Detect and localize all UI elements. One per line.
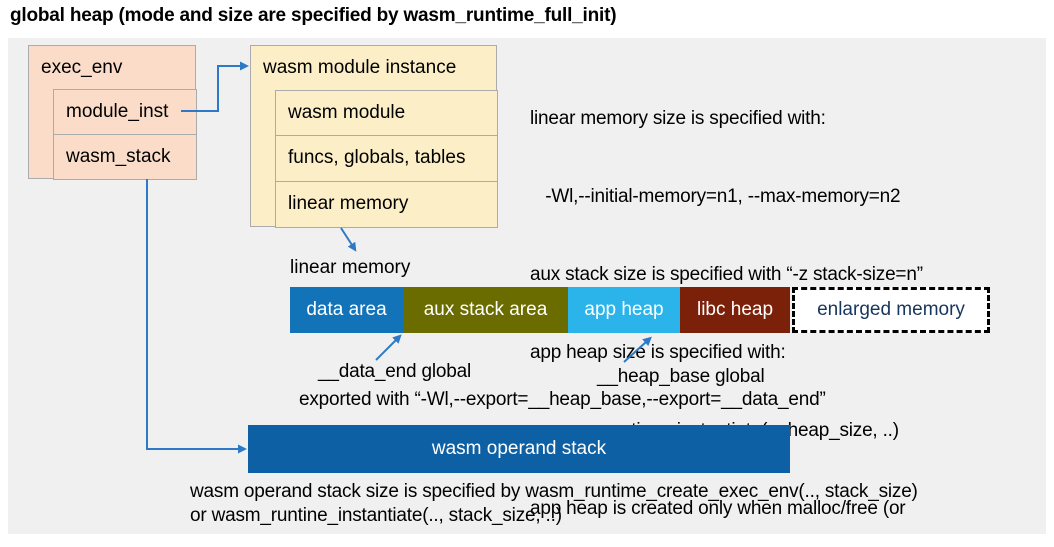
data-end-global-label: __data_end global xyxy=(318,361,471,382)
linear-memory-bar: data area aux stack area app heap libc h… xyxy=(290,287,990,333)
exec-env-field-module-inst: module_inst xyxy=(53,89,197,135)
exported-with-label: exported with “-Wl,--export=__heap_base,… xyxy=(299,389,826,410)
note-line: linear memory size is specified with: xyxy=(530,108,826,129)
heap-base-global-label: __heap_base global xyxy=(597,366,765,387)
note-line: aux stack size is specified with “-z sta… xyxy=(530,264,923,285)
wasm-module-instance-title: wasm module instance xyxy=(263,57,457,78)
module-field-funcs-globals-tables: funcs, globals, tables xyxy=(275,135,498,182)
linear-memory-label: linear memory xyxy=(290,257,411,278)
segment-data-area: data area xyxy=(290,287,403,333)
module-field-wasm-module: wasm module xyxy=(275,90,498,136)
segment-enlarged-memory: enlarged memory xyxy=(792,287,990,333)
exec-env-title: exec_env xyxy=(41,57,123,78)
exec-env-field-wasm-stack: wasm_stack xyxy=(53,134,197,180)
note-line: app heap size is specified with: xyxy=(530,342,786,363)
exec-env-box: exec_env module_inst wasm_stack xyxy=(28,45,197,180)
note-line: -Wl,--initial-memory=n1, --max-memory=n2 xyxy=(530,186,901,207)
diagram-title: global heap (mode and size are specified… xyxy=(10,5,617,26)
wasm-module-instance-box: wasm module instance wasm module funcs, … xyxy=(250,45,498,228)
note-line: app heap is created only when malloc/fre… xyxy=(530,498,906,519)
module-field-linear-memory: linear memory xyxy=(275,181,498,228)
segment-libc-heap: libc heap xyxy=(680,287,790,333)
wasm-operand-stack-bar: wasm operand stack xyxy=(248,425,790,473)
segment-app-heap: app heap xyxy=(568,287,680,333)
segment-aux-stack-area: aux stack area xyxy=(403,287,568,333)
note-line: wasm operand stack size is specified by … xyxy=(190,481,918,502)
operand-stack-note: wasm operand stack size is specified by … xyxy=(190,480,1050,528)
note-line: or wasm_runtine_instantiate(.., stack_si… xyxy=(190,505,562,526)
